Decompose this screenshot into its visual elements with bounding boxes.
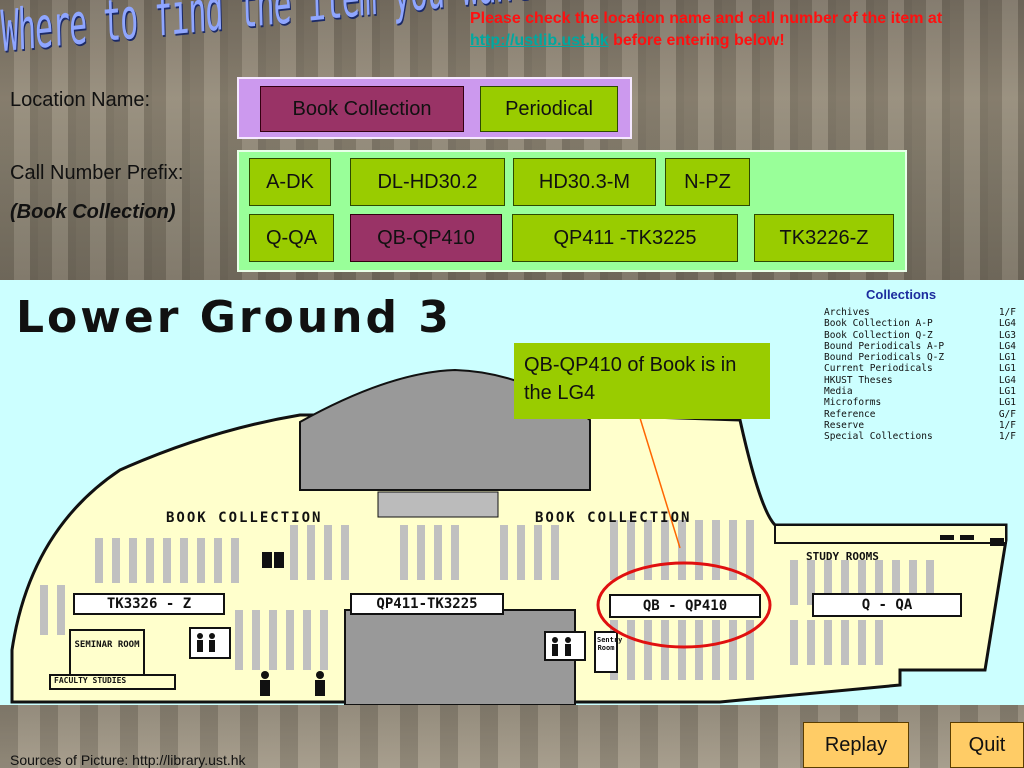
legend-row: Current Periodicals LG1	[824, 363, 1016, 374]
staircase	[377, 491, 499, 518]
book-collection-label-right: BOOK COLLECTION	[535, 510, 692, 526]
call-number-tk3226-z-button[interactable]: TK3226-Z	[754, 214, 894, 262]
study-rooms-block	[774, 524, 1007, 544]
seminar-room	[69, 629, 145, 679]
legend-row: Book Collection A-P LG4	[824, 318, 1016, 329]
sentry-room-label: Sentry Room	[597, 636, 623, 652]
book-collection-label-left: BOOK COLLECTION	[166, 510, 323, 526]
shelf-label-tk3326-z: TK3326 - Z	[73, 593, 225, 615]
legend-name: Current Periodicals	[824, 363, 933, 375]
call-number-n-pz-button[interactable]: N-PZ	[665, 158, 750, 206]
legend-name: Reference	[824, 408, 876, 420]
legend-row: Archives 1/F	[824, 307, 1016, 318]
legend-row: Bound Periodicals Q-Z LG1	[824, 352, 1016, 363]
legend-name: Bound Periodicals A-P	[824, 340, 945, 352]
notice-text-before: Please check the location name and call …	[470, 10, 943, 27]
call-number-prefix-label: Call Number Prefix:	[10, 162, 184, 184]
notice-text-after: before entering below!	[608, 32, 785, 49]
legend-row: Reference G/F	[824, 409, 1016, 420]
collections-legend: Archives 1/F Book Collection A-P LG4 Book …	[824, 307, 1016, 443]
quit-button[interactable]: Quit	[950, 722, 1024, 768]
call-number-hd30-3-m-button[interactable]: HD30.3-M	[513, 158, 656, 206]
legend-row: Reserve 1/F	[824, 420, 1016, 431]
legend-row: Bound Periodicals A-P LG4	[824, 341, 1016, 352]
legend-floor: LG3	[998, 329, 1016, 341]
shelf-label-q-qa: Q - QA	[812, 593, 962, 617]
call-number-sublabel: (Book Collection)	[10, 201, 176, 223]
legend-floor: 1/F	[998, 307, 1016, 318]
sentry-room	[594, 631, 618, 673]
instruction-notice: Please check the location name and call …	[470, 8, 1010, 52]
floor-map: Lower Ground 3 Collections Archives 1/F B…	[0, 280, 1024, 705]
location-book-collection-button[interactable]: Book Collection	[260, 86, 464, 132]
legend-name: Book Collection Q-Z	[824, 329, 933, 341]
location-name-label: Location Name:	[10, 89, 151, 111]
call-number-qp411-tk3225-button[interactable]: QP411 -TK3225	[512, 214, 738, 262]
legend-name: Book Collection A-P	[824, 318, 933, 330]
legend-floor: 1/F	[998, 419, 1016, 431]
legend-floor: LG1	[998, 386, 1016, 398]
legend-row: Media LG1	[824, 386, 1016, 397]
highlight-circle	[596, 561, 772, 649]
legend-floor: 1/F	[998, 431, 1016, 443]
legend-floor: LG4	[998, 318, 1016, 330]
legend-name: HKUST Theses	[824, 374, 893, 386]
legend-name: Archives	[824, 307, 870, 318]
restroom-left	[189, 627, 231, 659]
call-number-a-dk-button[interactable]: A-DK	[249, 158, 331, 206]
legend-name: Bound Periodicals Q-Z	[824, 352, 945, 364]
legend-row: Book Collection Q-Z LG3	[824, 330, 1016, 341]
floor-plan-drawing	[10, 368, 1008, 705]
legend-floor: LG1	[998, 352, 1016, 364]
legend-floor: LG4	[998, 374, 1016, 386]
legend-name: Special Collections	[824, 431, 933, 443]
shelf-label-qp411-tk3225: QP411-TK3225	[350, 593, 504, 615]
faculty-studies	[49, 674, 176, 690]
call-number-q-qa-button[interactable]: Q-QA	[249, 214, 334, 262]
call-number-qb-qp410-button[interactable]: QB-QP410	[350, 214, 502, 262]
legend-floor: LG1	[998, 363, 1016, 375]
legend-row: HKUST Theses LG4	[824, 375, 1016, 386]
call-number-dl-hd30-2-button[interactable]: DL-HD30.2	[350, 158, 505, 206]
legend-row: Microforms LG1	[824, 397, 1016, 408]
replay-button[interactable]: Replay	[803, 722, 909, 768]
legend-name: Media	[824, 386, 853, 398]
legend-name: Microforms	[824, 397, 882, 409]
faculty-studies-label: FACULTY STUDIES	[54, 676, 127, 685]
seminar-room-label: SEMINAR ROOM	[74, 640, 140, 650]
map-title: Lower Ground 3	[16, 292, 452, 343]
shelf-label-qb-qp410: QB - QP410	[609, 594, 761, 618]
location-periodical-button[interactable]: Periodical	[480, 86, 618, 132]
legend-floor: LG1	[998, 397, 1016, 409]
picture-source: Sources of Picture: http://library.ust.h…	[10, 752, 246, 768]
atrium-floor	[344, 609, 576, 705]
study-room-marker-icons	[262, 535, 1004, 568]
library-link[interactable]: http://ustlib.ust.hk	[470, 32, 609, 49]
callout-pointer	[639, 417, 681, 549]
legend-name: Reserve	[824, 419, 865, 431]
people-icons	[197, 633, 571, 696]
legend-row: Special Collections 1/F	[824, 431, 1016, 442]
shelves-left	[40, 525, 559, 670]
study-rooms-label: STUDY ROOMS	[806, 550, 879, 563]
legend-title: Collections	[866, 287, 937, 302]
legend-floor: G/F	[998, 408, 1016, 420]
legend-floor: LG4	[998, 340, 1016, 352]
location-callout: QB-QP410 of Book is in the LG4	[514, 343, 770, 419]
